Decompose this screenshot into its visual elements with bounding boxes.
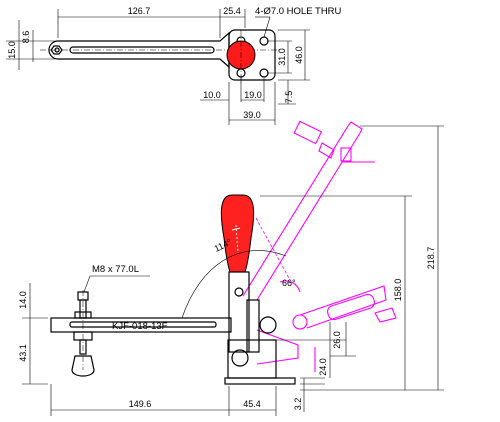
dim-base-to-arm: 43.1 [18,344,28,362]
dim-base-thickness: 3.2 [293,398,303,411]
dim-open-height: 158.0 [393,279,403,302]
dim-arm-length: 126.7 [128,6,151,16]
dim-base-height: 46.0 [294,46,304,64]
handle-angle-arc [181,250,287,319]
dim-bracket-width: 25.4 [223,6,241,16]
dim-open-angle: 66° [282,278,296,288]
side-view: 114° 66° M8 x 77.0L KJF-018-13F 14.0 43.… [18,120,444,416]
dim-reach: 149.6 [129,399,152,409]
dim-hole-spacing-h: 19.0 [244,90,262,100]
dim-left-offset: 10.0 [203,90,221,100]
dim-base-offset: 7.5 [284,91,294,104]
spindle-pad [71,355,95,377]
spindle-washer [74,311,92,319]
handle-pivot [234,287,244,297]
dim-base-length: 45.4 [243,399,261,409]
spindle-note: M8 x 77.0L [92,264,139,275]
dim-hole-spacing-v: 31.0 [277,48,287,66]
link-arm [246,299,260,353]
dim-handle-pivot: 26.0 [332,331,342,349]
top-view: 126.7 25.4 4-Ø7.0 HOLE THRU 15.0 8.6 31.… [6,6,342,125]
dim-base-width: 39.0 [243,110,261,120]
mount-hole-2 [259,36,269,46]
red-handle [220,194,255,273]
arm-pivot [259,316,277,334]
model-label: KJF-018-13F [112,321,168,332]
spindle-lower [79,339,87,355]
dim-arm-slot: 8.6 [21,31,31,44]
base-plate [224,377,296,385]
dim-max-height: 218.7 [426,247,436,270]
hole-note: 4-Ø7.0 HOLE THRU [255,6,342,17]
handle-lever [228,271,250,353]
clamp-arm [50,317,232,333]
dim-arm-height: 15.0 [7,41,17,59]
base-block [227,339,277,379]
dim-spindle-height: 14.0 [18,291,28,309]
clamp-arm-slot [69,321,217,328]
base-pivot [231,349,249,367]
dim-base-mid: 24.0 [318,358,328,376]
open-position-outline [242,120,397,372]
mount-hole-4 [259,68,269,78]
top-arm-outline [48,31,230,69]
